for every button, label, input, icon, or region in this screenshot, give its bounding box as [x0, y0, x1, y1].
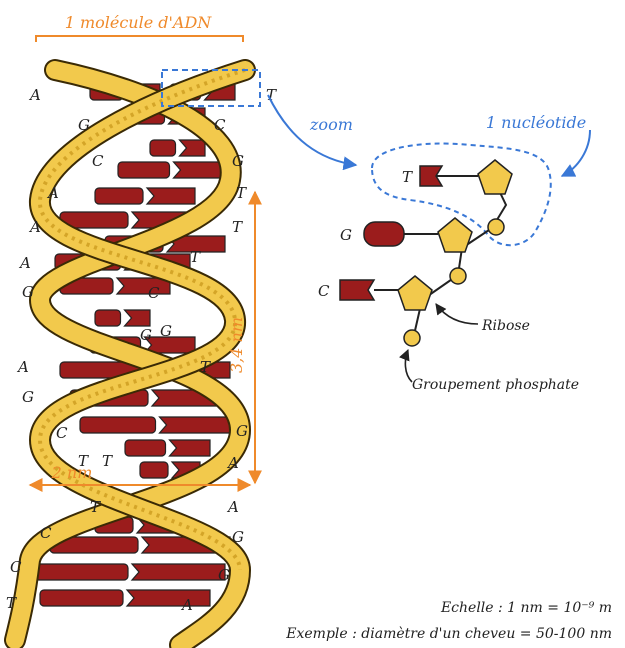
- base-rung: [95, 310, 121, 326]
- example-note: Exemple : diamètre d'un cheveu = 50-100 …: [285, 626, 612, 642]
- base-rung: [147, 188, 195, 204]
- base-letter-center: T: [190, 248, 201, 266]
- phosphate-3: [404, 330, 420, 346]
- base-g-block: [364, 222, 404, 246]
- base-letter-center: G: [160, 322, 172, 340]
- base-rung: [40, 590, 123, 606]
- base-letter-right: G: [232, 528, 244, 546]
- base-letter-left: A: [28, 218, 41, 236]
- zoom-base-t: T: [402, 168, 413, 186]
- base-letter-left: T: [6, 594, 17, 612]
- base-letter-left: G: [140, 326, 152, 344]
- base-letter-left: C: [40, 524, 52, 542]
- molecule-label: 1 molécule d'ADN: [65, 13, 213, 32]
- base-rung: [170, 440, 211, 456]
- base-rung: [140, 462, 168, 478]
- base-letter-right: G: [236, 422, 248, 440]
- base-letter-left: A: [46, 184, 59, 202]
- ribose-label: Ribose: [481, 318, 530, 334]
- width-label: 2 nm: [51, 463, 93, 482]
- base-rung: [125, 440, 166, 456]
- base-letter-center: C: [148, 284, 160, 302]
- base-c-block: [340, 280, 374, 300]
- zoom-base-g: G: [340, 226, 352, 244]
- ribose-pointer: [436, 304, 478, 324]
- phosphate-label: Groupement phosphate: [412, 377, 579, 393]
- phosphate-links: [414, 180, 506, 335]
- base-letter-right: G: [218, 566, 230, 584]
- base-rung: [160, 417, 236, 433]
- base-rung: [174, 162, 226, 178]
- nucleotide-label: 1 nucléotide: [486, 113, 586, 132]
- base-rung: [180, 140, 206, 156]
- base-letter-right: A: [226, 498, 239, 516]
- base-letter-left: C: [10, 558, 22, 576]
- zoom-label: zoom: [309, 115, 353, 134]
- base-letter-left: G: [22, 283, 34, 301]
- base-letter-right: T: [232, 218, 243, 236]
- base-letter-right: G: [232, 152, 244, 170]
- molecule-brace: [36, 36, 243, 42]
- base-letter-right: A: [180, 596, 193, 614]
- pitch-label: 3,4 nm: [227, 317, 246, 373]
- phosphate-2: [450, 268, 466, 284]
- ribose-1: [478, 160, 512, 194]
- dna-backbones: [15, 70, 245, 645]
- zoom-base-c: C: [318, 282, 330, 300]
- base-rung: [150, 140, 176, 156]
- base-letter-center: T: [90, 498, 101, 516]
- base-letter-left: G: [78, 116, 90, 134]
- base-letter-left: A: [16, 358, 29, 376]
- base-rung: [95, 188, 143, 204]
- base-letter-left: C: [92, 152, 104, 170]
- scale-note: Echelle : 1 nm = 10⁻⁹ m: [440, 600, 612, 616]
- base-letter-left: A: [28, 86, 41, 104]
- base-letter-left: A: [18, 254, 31, 272]
- base-letter-right: A: [226, 454, 239, 472]
- base-rung: [127, 590, 210, 606]
- base-letter-right: T: [236, 184, 247, 202]
- base-rung: [132, 564, 225, 580]
- base-letter-center: T: [200, 358, 211, 376]
- base-rung: [80, 417, 156, 433]
- nucleotide-arrow: [562, 130, 590, 176]
- base-letter-right: C: [214, 116, 226, 134]
- phosphate-pointer: [405, 350, 412, 382]
- phosphate-1: [488, 219, 504, 235]
- base-letter-left: T: [102, 452, 113, 470]
- base-letter-left: G: [22, 388, 34, 406]
- base-rung: [125, 310, 151, 326]
- ribose-2: [438, 218, 472, 252]
- base-letter-left: C: [56, 424, 68, 442]
- base-rung: [35, 564, 128, 580]
- base-rung: [118, 162, 170, 178]
- ribose-3: [398, 276, 432, 310]
